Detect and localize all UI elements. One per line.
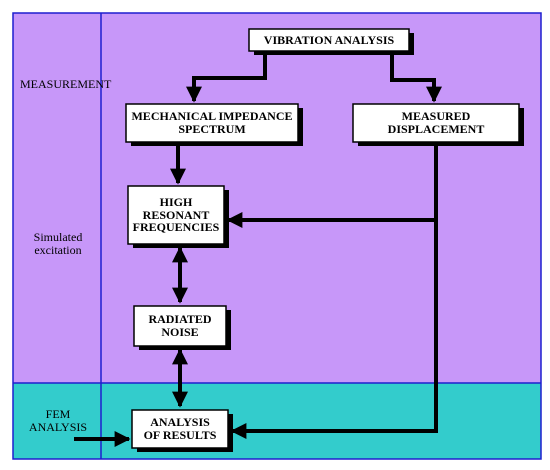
noise-line1: RADIATED [148, 312, 212, 327]
mechanical-impedance-box [125, 103, 299, 143]
vibration-analysis-line1: VIBRATION ANALYSIS [263, 32, 395, 47]
results-line1: ANALYSIS [150, 415, 210, 430]
arrow-vibration-to-impedance [186, 51, 267, 103]
measurement-label: MEASUREMENT [20, 76, 120, 92]
measured-displacement-text: MEASURED DISPLACEMENT [353, 104, 519, 142]
vibration-analysis-text: VIBRATION ANALYSIS [249, 29, 409, 51]
fem-analysis-label: FEM ANALYSIS [18, 405, 98, 437]
measurement-band [13, 13, 541, 383]
impedance-line1: MECHANICAL IMPEDANCE [131, 109, 293, 124]
analysis-of-results-text: ANALYSIS OF RESULTS [132, 410, 228, 448]
analysis-of-results-box [131, 409, 229, 449]
results-line2: OF RESULTS [143, 428, 217, 442]
simulated-label-line1: Simulated [33, 230, 83, 245]
radiated-noise-text: RADIATED NOISE [134, 306, 226, 346]
resonant-line3: FREQUENCIES [132, 220, 220, 235]
displacement-line2: DISPLACEMENT [387, 122, 485, 136]
vibration-analysis-box [248, 28, 410, 52]
arrow-displacement-to-results [230, 220, 438, 439]
fem-label-line1: FEM [45, 407, 71, 422]
high-resonant-frequencies-text: HIGH RESONANT FREQUENCIES [128, 186, 224, 244]
resonant-line1: HIGH [159, 194, 193, 209]
simulated-excitation-label: Simulated excitation [18, 228, 98, 260]
impedance-line2: SPECTRUM [178, 122, 246, 136]
fem-label-line2: ANALYSIS [28, 420, 88, 434]
outer-frame [12, 12, 542, 460]
measured-displacement-box [352, 103, 520, 143]
resonant-line2: RESONANT [142, 207, 210, 222]
noise-line2: NOISE [161, 325, 199, 339]
simulated-label-line2: excitation [34, 243, 82, 257]
arrow-vibration-to-displacement [390, 51, 442, 103]
displacement-line1: MEASURED [401, 109, 471, 124]
measurement-label-text: MEASUREMENT [20, 76, 112, 91]
mechanical-impedance-text: MECHANICAL IMPEDANCE SPECTRUM [126, 104, 298, 142]
radiated-noise-box [133, 305, 227, 347]
high-resonant-frequencies-box [127, 185, 225, 245]
